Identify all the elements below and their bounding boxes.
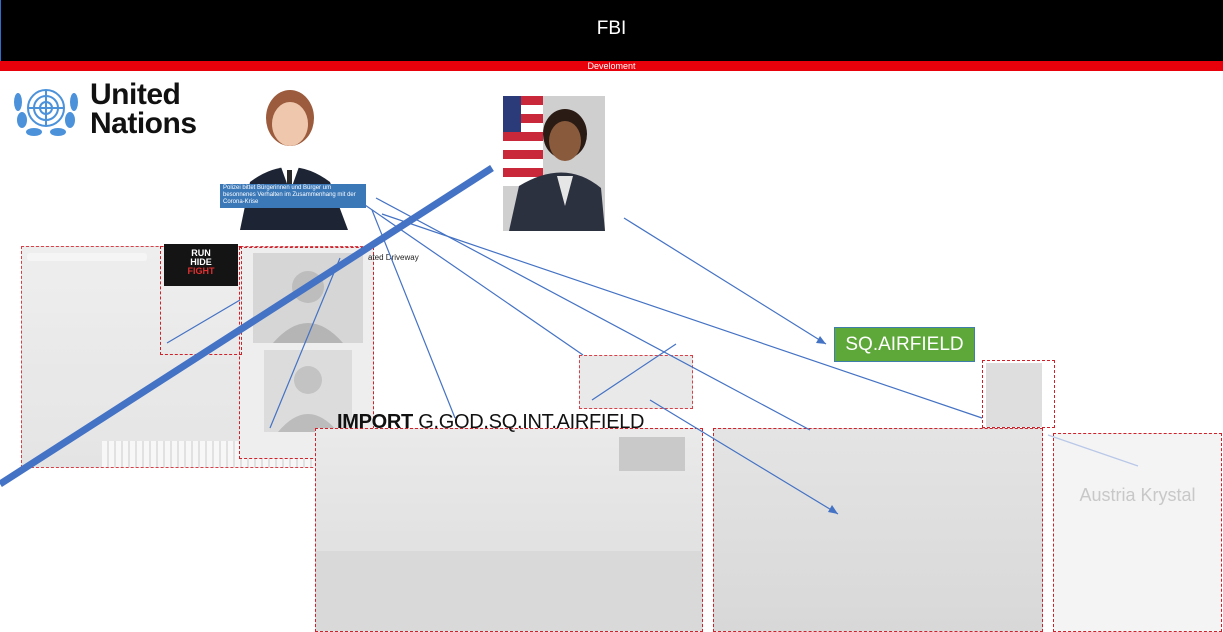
thumb-line-1: RUN (191, 248, 211, 258)
red-accent-bar (0, 61, 1223, 71)
person-icon (273, 271, 343, 343)
austria-label: Austria Krystal (1079, 485, 1196, 505)
subtitle: Develoment (587, 61, 636, 71)
header-edge (0, 0, 1, 61)
street-view-right (713, 428, 1043, 632)
connector-line (623, 217, 827, 345)
tall-thumbnail-frame (982, 360, 1055, 428)
road (316, 551, 702, 631)
search-bar-faded (27, 253, 147, 261)
thumb-line-3: FIGHT (187, 266, 215, 276)
logo-line-1: United (90, 78, 181, 111)
page-title: FBI (596, 18, 627, 39)
street-info-panel (619, 437, 685, 471)
un-logo-text: United Nations (90, 78, 197, 140)
official-portrait-photo (503, 96, 605, 231)
run-hide-fight-thumbnail: RUN HIDE FIGHT (164, 244, 238, 286)
house-thumbnail (579, 355, 693, 409)
connector-line (371, 209, 456, 419)
austria-panel (1053, 433, 1222, 632)
sq-airfield-button[interactable]: SQ.AIRFIELD (834, 327, 975, 362)
official-portrait-faded (253, 253, 363, 343)
arrowhead (816, 336, 826, 344)
street-view-center (315, 428, 703, 632)
header-bar (0, 0, 1223, 61)
tall-thumbnail (986, 363, 1042, 427)
driveway-label: ated Driveway (368, 253, 419, 262)
un-emblem-icon (14, 89, 78, 136)
import-keyword: IMPORT (337, 411, 413, 433)
police-caption-banner: Polizei bittet Bürgerinnen und Bürger um… (220, 184, 366, 208)
import-label: IMPORT G.GOD.SQ.INT.AIRFIELD (337, 411, 645, 434)
import-target: G.GOD.SQ.INT.AIRFIELD (412, 411, 645, 433)
portrait-with-flag (503, 96, 605, 231)
logo-line-2: Nations (90, 107, 197, 140)
